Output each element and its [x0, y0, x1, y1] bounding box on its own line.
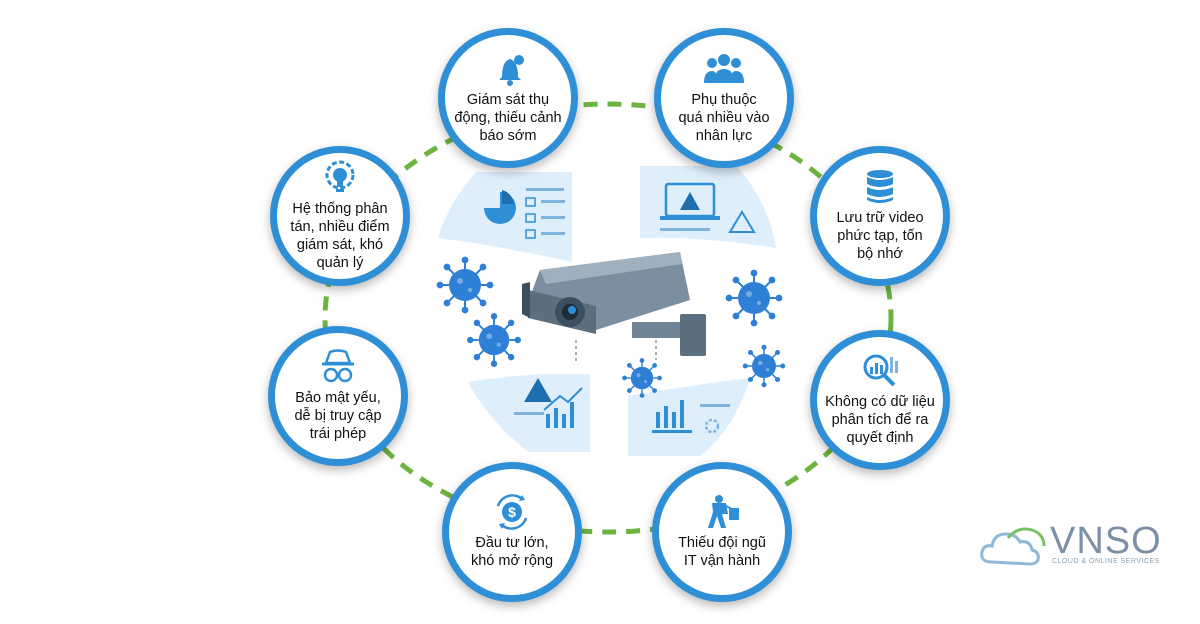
panel-bottom-left	[468, 373, 590, 452]
node-manpower-dependence: Phụ thuộc quá nhiều vào nhân lực	[654, 28, 794, 168]
node-text: Không có dữ liệu phân tích để ra quyết đ…	[825, 394, 935, 446]
node-text: Lưu trữ video phức tạp, tốn bộ nhớ	[836, 210, 924, 262]
node-passive-monitoring: Giám sát thụ động, thiếu cảnh báo sớm	[438, 28, 578, 168]
panel-bottom-right	[628, 378, 750, 456]
node-text: Đầu tư lớn, khó mở rộng	[470, 535, 554, 569]
database-icon	[860, 169, 900, 205]
security-camera-icon	[522, 252, 706, 362]
logo-wordmark: VNSO	[1050, 520, 1162, 562]
panel-top-left	[438, 172, 572, 262]
node-text: Phụ thuộc quá nhiều vào nhân lực	[678, 92, 770, 144]
bell-icon	[488, 51, 528, 87]
node-weak-security: Bảo mật yếu, dễ bị truy cập trái phép	[268, 326, 408, 466]
virus-icon	[725, 269, 783, 327]
analytics-search-icon	[860, 353, 900, 389]
node-text: Hệ thống phân tán, nhiều điểm giám sát, …	[290, 201, 390, 271]
virus-icon	[467, 313, 521, 367]
node-lack-it-team: Thiếu đội ngũ IT vận hành	[652, 462, 792, 602]
node-high-investment: $ Đầu tư lớn, khó mở rộng	[442, 462, 582, 602]
svg-text:$: $	[508, 504, 516, 520]
node-video-storage: Lưu trữ video phức tạp, tốn bộ nhớ	[810, 146, 950, 286]
node-text: Giám sát thụ động, thiếu cảnh báo sớm	[454, 92, 562, 144]
bulb-gear-icon	[320, 160, 360, 196]
dollar-cycle-icon: $	[492, 494, 532, 530]
node-text: Bảo mật yếu, dễ bị truy cập trái phép	[294, 390, 382, 442]
vnso-logo: VNSO CLOUD & ONLINE SERVICES	[978, 520, 1161, 572]
spy-icon	[318, 349, 358, 385]
logo-tagline: CLOUD & ONLINE SERVICES	[1052, 558, 1160, 565]
connection-ring	[322, 101, 894, 535]
panel-top-right	[640, 166, 776, 248]
people-icon	[704, 51, 744, 87]
worker-icon	[702, 494, 742, 530]
cloud-logo-icon	[980, 527, 1046, 566]
virus-icon	[436, 256, 494, 314]
node-text: Thiếu đội ngũ IT vận hành	[678, 535, 766, 569]
virus-icon	[742, 344, 786, 388]
node-no-analytics: Không có dữ liệu phân tích để ra quyết đ…	[810, 330, 950, 470]
node-distributed-system: Hệ thống phân tán, nhiều điểm giám sát, …	[270, 146, 410, 286]
virus-icon	[622, 358, 662, 398]
